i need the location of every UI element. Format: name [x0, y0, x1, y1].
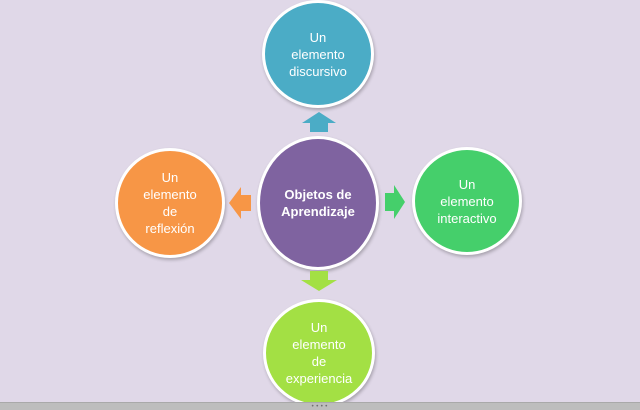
arrow-left-icon: [229, 187, 251, 219]
node-reflection: Un elemento de reflexión: [115, 148, 225, 258]
arrow-up-icon: [302, 112, 336, 132]
node-center-label: Objetos de Aprendizaje: [281, 187, 355, 219]
node-reflection-label: Un elemento de reflexión: [143, 170, 197, 236]
node-interactive: Un elemento interactivo: [412, 147, 522, 255]
node-experience: Un elemento de experiencia: [263, 299, 375, 407]
node-interactive-label: Un elemento interactivo: [437, 176, 497, 226]
arrow-down-icon: [301, 271, 337, 291]
node-center-learning-objects: Objetos de Aprendizaje: [257, 136, 379, 270]
node-discursive-label: Un elemento discursivo: [289, 29, 347, 79]
node-discursive: Un elemento discursivo: [262, 0, 374, 108]
bottom-resize-bar[interactable]: ••••: [0, 402, 640, 410]
node-experience-label: Un elemento de experiencia: [285, 320, 353, 386]
resize-grip-icon[interactable]: ••••: [310, 403, 330, 410]
arrow-right-icon: [385, 185, 405, 219]
